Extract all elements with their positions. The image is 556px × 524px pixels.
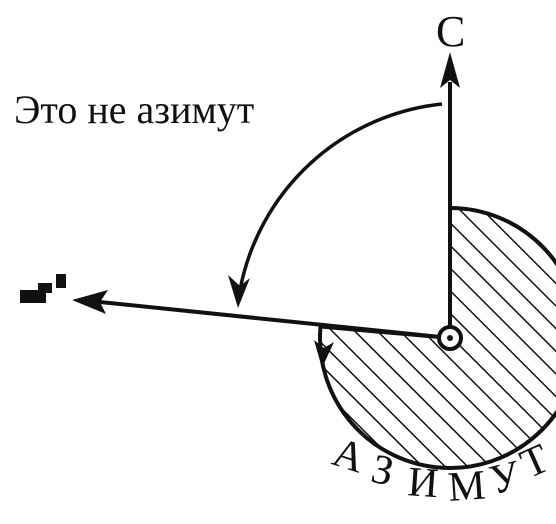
object-direction-line — [99, 300, 451, 340]
azimuth-letter: И — [406, 459, 439, 507]
north-arrowhead — [440, 52, 460, 88]
azimuth-letter: А — [327, 429, 371, 482]
object-marker-icon — [20, 274, 66, 303]
north-label: С — [436, 7, 465, 56]
azimuth-arrowhead — [314, 340, 334, 368]
object-direction-arrowhead — [72, 290, 108, 314]
not-azimuth-arc — [238, 102, 443, 291]
azimuth-letter: З — [367, 446, 397, 495]
not-azimuth-label: Это не азимут — [14, 87, 254, 132]
not-azimuth-arrowhead — [228, 275, 250, 308]
observer-point-center — [447, 335, 453, 341]
azimuth-letter: М — [446, 462, 486, 510]
